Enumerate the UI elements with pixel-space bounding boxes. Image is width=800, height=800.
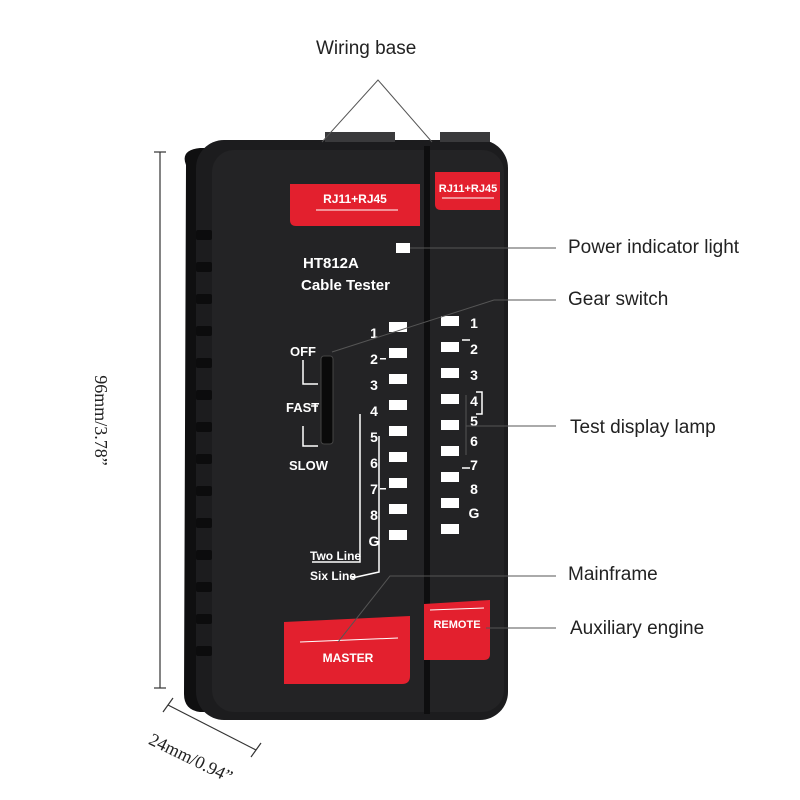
remote-number: 4 [470, 393, 478, 409]
remote-number: 3 [470, 367, 478, 383]
master-number: 1 [370, 325, 378, 341]
callout-leaders [321, 79, 556, 643]
master-port-badge: RJ11+RJ45 [290, 184, 420, 226]
power-indicator-callout: Power indicator light [568, 237, 740, 258]
remote-number-column: 1 2 3 4 5 6 7 8 G [469, 315, 480, 521]
device-body [184, 132, 508, 720]
six-line-label: Six Line [310, 569, 356, 583]
mainframe-callout: Mainframe [568, 564, 658, 585]
two-line-label: Two Line [310, 549, 361, 563]
depth-dimension-line [162, 697, 262, 758]
gear-switch[interactable] [302, 355, 334, 447]
module-split-line [424, 146, 430, 714]
master-number: 5 [370, 429, 378, 445]
remote-badge: REMOTE [424, 600, 490, 660]
remote-number: 6 [470, 433, 478, 449]
switch-fast-label: FAST [286, 400, 319, 415]
remote-number: 5 [470, 413, 478, 429]
master-number: 8 [370, 507, 378, 523]
gear-switch-callout: Gear switch [568, 289, 669, 310]
remote-bracket [462, 339, 483, 469]
wiring-base-slot [440, 132, 490, 142]
remote-port-badge: RJ11+RJ45 [435, 172, 500, 210]
remote-number: 8 [470, 481, 478, 497]
product-name: Cable Tester [301, 277, 390, 294]
wiring-base-callout: Wiring base [316, 38, 417, 59]
master-number: 2 [370, 351, 378, 367]
remote-number: 7 [470, 457, 478, 473]
master-lamp-column [389, 322, 407, 540]
master-label: MASTER [323, 651, 374, 665]
height-dimension-line [154, 151, 166, 689]
remote-number: 1 [470, 315, 478, 331]
remote-lamp-column [441, 316, 459, 534]
power-indicator-lamp [396, 243, 410, 253]
grip-ridges [196, 230, 212, 656]
auxiliary-engine-callout: Auxiliary engine [570, 618, 705, 639]
test-display-callout: Test display lamp [570, 417, 716, 438]
remote-number: G [469, 505, 480, 521]
master-badge: MASTER [284, 616, 410, 684]
master-number: 7 [370, 481, 378, 497]
line-mode-brackets [312, 414, 380, 579]
master-number-column: 1 2 3 4 5 6 7 8 G [369, 325, 380, 549]
remote-number: 2 [470, 341, 478, 357]
switch-slow-label: SLOW [289, 458, 329, 473]
switch-off-label: OFF [290, 344, 316, 359]
remote-label: REMOTE [433, 619, 480, 631]
model-name: HT812A [303, 255, 359, 272]
master-number: 6 [370, 455, 378, 471]
master-tick-marks [380, 358, 386, 490]
remote-port-label: RJ11+RJ45 [439, 183, 497, 195]
master-number: 3 [370, 377, 378, 393]
height-dimension-label: 96mm/3.78” [90, 375, 111, 466]
master-number: G [369, 533, 380, 549]
master-number: 4 [370, 403, 378, 419]
master-port-label: RJ11+RJ45 [323, 192, 387, 206]
wiring-base-slot [325, 132, 395, 142]
